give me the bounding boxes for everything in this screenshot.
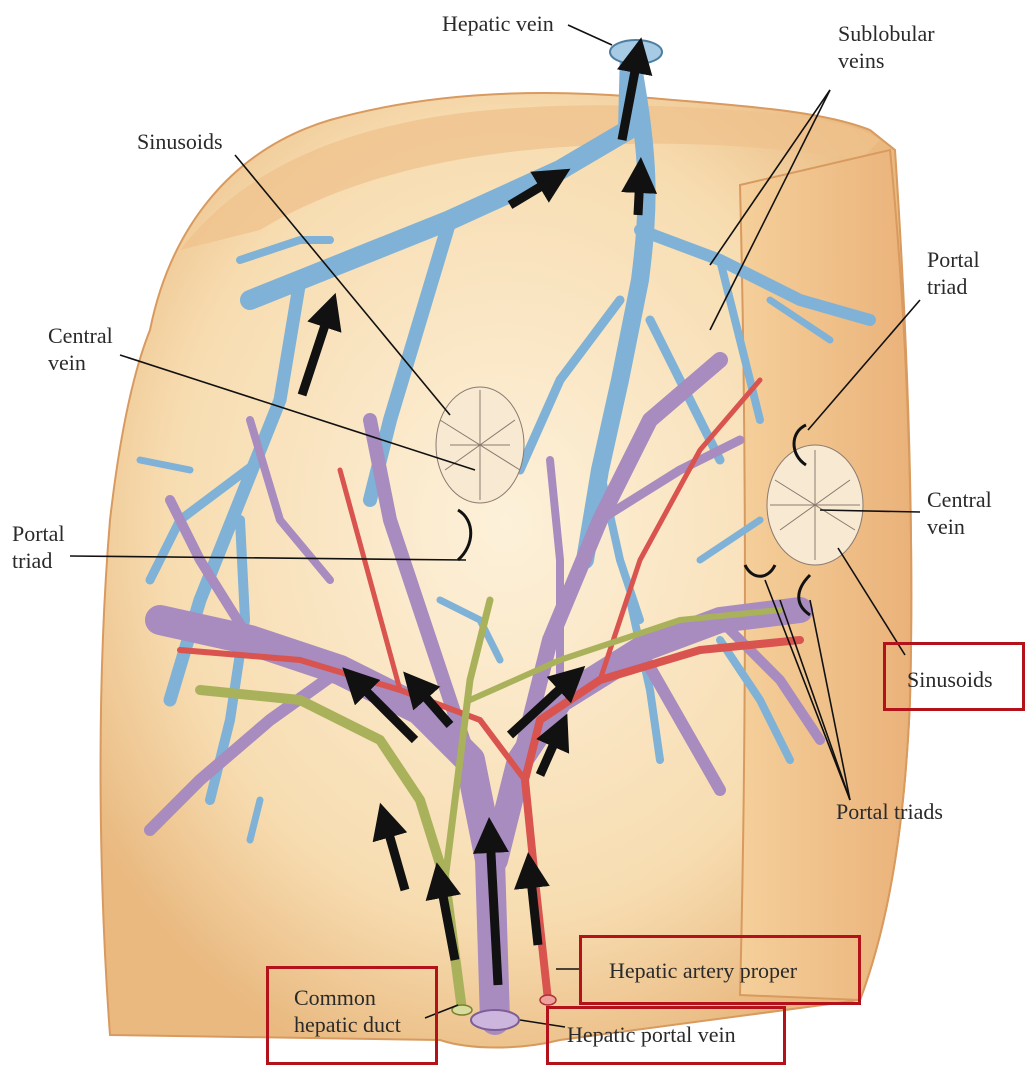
- label-central-vein-left: Central vein: [48, 322, 113, 376]
- label-portal-triad-right-line2: triad: [927, 273, 980, 300]
- label-sinusoids-top: Sinusoids: [137, 128, 223, 155]
- label-sinusoids-right: Sinusoids: [907, 666, 993, 693]
- label-common-hepatic-duct: Common hepatic duct: [294, 984, 401, 1038]
- label-common-hepatic-duct-line1: Common: [294, 984, 401, 1011]
- label-sinusoids-right-text: Sinusoids: [907, 666, 993, 693]
- artery-cut-end: [540, 995, 556, 1005]
- label-central-vein-left-line2: vein: [48, 349, 113, 376]
- label-portal-triad-left: Portal triad: [12, 520, 65, 574]
- label-sublobular-line2: veins: [838, 47, 935, 74]
- label-portal-triads: Portal triads: [836, 798, 943, 825]
- label-hepatic-portal-vein-text: Hepatic portal vein: [567, 1021, 736, 1048]
- lobule-right: [767, 445, 863, 565]
- label-central-vein-right-line1: Central: [927, 486, 992, 513]
- label-portal-triad-right: Portal triad: [927, 246, 980, 300]
- label-common-hepatic-duct-line2: hepatic duct: [294, 1011, 401, 1038]
- label-hepatic-artery-proper-text: Hepatic artery proper: [609, 957, 797, 984]
- lobule-left: [436, 387, 524, 503]
- label-portal-triads-text: Portal triads: [836, 798, 943, 825]
- label-central-vein-left-line1: Central: [48, 322, 113, 349]
- label-portal-triad-left-line2: triad: [12, 547, 65, 574]
- label-hepatic-vein: Hepatic vein: [442, 10, 554, 37]
- label-hepatic-portal-vein: Hepatic portal vein: [567, 1021, 736, 1048]
- label-portal-triad-left-line1: Portal: [12, 520, 65, 547]
- label-sinusoids-top-text: Sinusoids: [137, 128, 223, 155]
- label-central-vein-right: Central vein: [927, 486, 992, 540]
- label-portal-triad-right-line1: Portal: [927, 246, 980, 273]
- label-central-vein-right-line2: vein: [927, 513, 992, 540]
- label-sublobular-veins: Sublobular veins: [838, 20, 935, 74]
- label-sublobular-line1: Sublobular: [838, 20, 935, 47]
- label-hepatic-vein-text: Hepatic vein: [442, 10, 554, 37]
- portal-vein-cut-end: [471, 1010, 519, 1030]
- label-hepatic-artery-proper: Hepatic artery proper: [609, 957, 797, 984]
